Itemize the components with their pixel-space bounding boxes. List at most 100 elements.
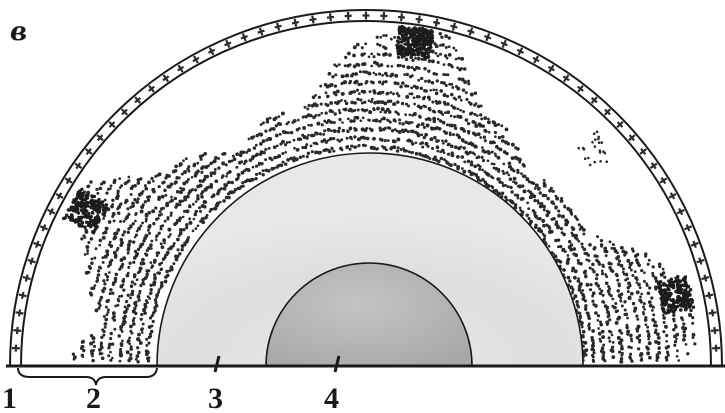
- dot: [174, 197, 177, 200]
- dot: [435, 89, 438, 92]
- dot: [567, 254, 570, 257]
- dot: [158, 232, 161, 235]
- dot: [456, 155, 460, 159]
- dot: [302, 126, 306, 130]
- dot: [185, 223, 189, 227]
- dot: [362, 116, 365, 119]
- cluster-dot: [87, 212, 90, 215]
- dot: [439, 44, 442, 47]
- dot: [458, 95, 462, 99]
- dot: [344, 64, 347, 67]
- dot: [453, 163, 456, 166]
- cluster-dot: [405, 53, 408, 56]
- dot: [583, 148, 586, 151]
- dot: [187, 192, 190, 195]
- dot: [393, 36, 396, 39]
- dot: [463, 67, 467, 71]
- dot: [262, 169, 265, 172]
- dot: [370, 146, 374, 150]
- dot: [203, 200, 207, 204]
- dot: [414, 57, 417, 60]
- dot: [140, 328, 143, 331]
- dot: [390, 38, 393, 41]
- dot: [501, 191, 505, 195]
- dot: [638, 298, 642, 302]
- dot: [114, 305, 117, 308]
- dot: [472, 151, 475, 154]
- dot: [597, 319, 600, 322]
- dot: [676, 355, 679, 358]
- dot: [657, 346, 661, 350]
- dot: [591, 300, 594, 303]
- dot: [94, 284, 97, 287]
- dot: [435, 100, 438, 103]
- dot: [629, 333, 633, 337]
- dot: [353, 127, 356, 130]
- dot: [82, 349, 85, 352]
- dot: [462, 170, 466, 174]
- dot: [109, 292, 112, 295]
- dot: [273, 145, 277, 149]
- dot: [527, 207, 530, 210]
- cluster-dot: [83, 226, 86, 229]
- dot: [386, 119, 389, 122]
- dot: [112, 311, 116, 315]
- dot: [384, 139, 387, 142]
- dot: [381, 145, 384, 148]
- dot: [557, 210, 560, 213]
- dot: [356, 43, 360, 47]
- dot: [322, 133, 325, 136]
- dot: [338, 109, 341, 112]
- dot: [310, 134, 314, 138]
- cluster-dot: [676, 291, 679, 294]
- cluster-dot: [663, 299, 666, 302]
- dot: [330, 147, 333, 150]
- dot: [97, 269, 100, 272]
- dot: [161, 181, 165, 185]
- dot: [449, 132, 452, 135]
- dot: [543, 182, 546, 185]
- dot: [622, 267, 625, 270]
- dot: [608, 340, 611, 343]
- dot: [185, 226, 188, 229]
- dot: [561, 215, 565, 219]
- dot: [582, 334, 585, 337]
- dot: [350, 101, 354, 105]
- dot: [318, 96, 321, 99]
- cluster-dot: [74, 203, 77, 206]
- dot: [306, 107, 309, 110]
- dot: [449, 124, 452, 127]
- dot: [540, 202, 544, 206]
- dot: [107, 346, 110, 349]
- dot: [196, 185, 200, 189]
- cluster-dot: [676, 295, 679, 298]
- dot: [397, 146, 400, 149]
- dot: [577, 147, 580, 150]
- dot: [369, 127, 372, 130]
- dot: [252, 166, 255, 169]
- dot: [571, 266, 575, 270]
- cluster-dot: [101, 212, 104, 215]
- dot: [368, 110, 372, 114]
- dot: [354, 72, 358, 76]
- cluster-dot: [431, 36, 434, 39]
- dot: [691, 322, 694, 325]
- dot: [417, 104, 421, 108]
- dot: [566, 207, 570, 211]
- dot: [628, 355, 632, 359]
- cluster-dot: [681, 283, 684, 286]
- wall-cross: [380, 12, 387, 20]
- dot: [519, 209, 522, 212]
- cluster-dot: [408, 45, 411, 48]
- cluster-dot: [77, 191, 80, 194]
- dot: [130, 186, 134, 190]
- dot: [341, 74, 345, 78]
- dot: [672, 314, 675, 317]
- dot: [543, 237, 546, 240]
- wall-cross: [274, 22, 283, 31]
- dot: [423, 89, 426, 92]
- dot: [693, 342, 696, 345]
- dot: [415, 141, 418, 144]
- dot: [148, 232, 151, 235]
- dot: [471, 120, 475, 124]
